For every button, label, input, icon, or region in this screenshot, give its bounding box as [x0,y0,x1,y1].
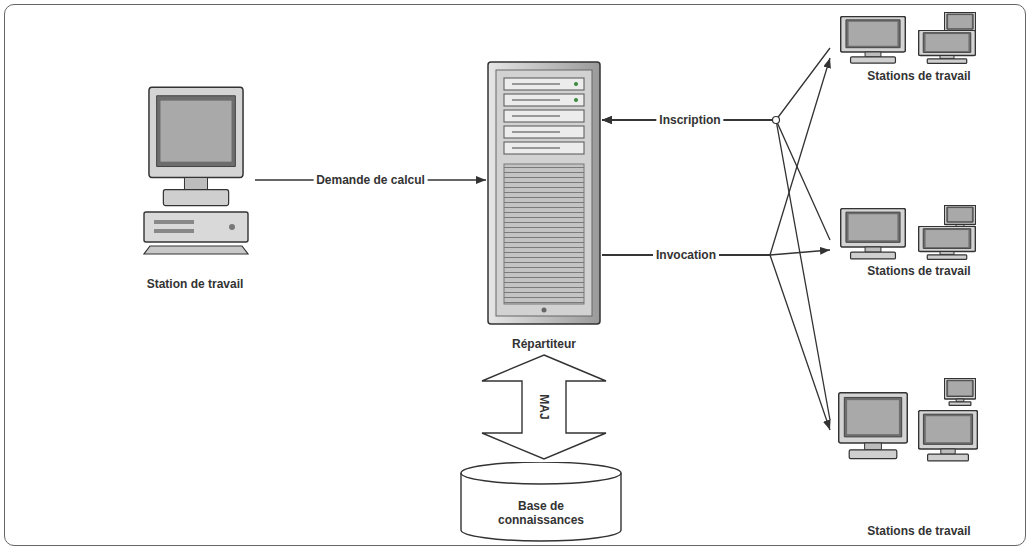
edge-label: Demande de calcul [313,173,428,187]
update-double-arrow [482,355,606,459]
node-label: Stations de travail [867,524,970,538]
workstation-group-node: Stations de travail [830,205,1008,279]
workstation-group-icon [839,378,978,461]
workstation-icon [144,87,248,254]
edge-label: Inscription [656,113,723,127]
node-label: Stations de travail [867,69,970,83]
workstation-group-node: Stations de travail [830,375,1008,539]
registration-arrow [602,48,830,120]
node-label: Répartiteur [512,337,576,351]
junction-dot [773,117,780,124]
invocation-arrow [602,58,830,255]
workstation-node: Station de travail [135,82,255,292]
workstation-group-icon [841,205,976,259]
invocation-arrow [602,255,830,430]
node-label: Base de connaissances [489,499,593,527]
edge-label: Invocation [653,248,719,262]
node-label: Stations de travail [867,264,970,278]
dispatcher-node: Répartiteur [486,60,602,352]
edge-label: MAJ [537,391,551,422]
registration-arrow [602,120,830,240]
node-label: Station de travail [147,277,244,291]
server-icon [488,62,600,324]
workstation-group-node: Stations de travail [830,12,1008,84]
database-cylinder: Base de connaissances [460,462,622,542]
registration-arrow [602,120,830,420]
workstation-group-icon [841,12,976,63]
